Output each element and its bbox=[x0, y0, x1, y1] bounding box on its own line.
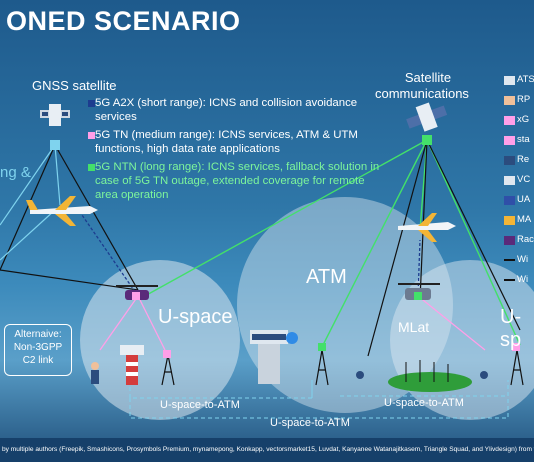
legend-item-ntn: 5G NTN (long range): ICNS services, fall… bbox=[88, 160, 380, 202]
partial-left-label: ng & bbox=[0, 164, 31, 181]
legend-text-ntn: 5G NTN (long range): ICNS services, fall… bbox=[95, 161, 380, 201]
base-station-icon bbox=[504, 135, 515, 145]
drone-icon bbox=[504, 235, 515, 245]
right-legend-item: sta bbox=[504, 130, 534, 150]
legend-text-tn: 5G TN (medium range): ICNS services, ATM… bbox=[95, 129, 358, 155]
right-legend-text: Rac bbox=[517, 234, 534, 245]
right-legend-item: VC bbox=[504, 170, 534, 190]
radar-icon bbox=[504, 75, 515, 85]
uspace-to-atm-label-2: U-space-to-ATM bbox=[384, 397, 464, 409]
right-legend-text: xG bbox=[517, 114, 530, 125]
atm-area-label: ATM bbox=[306, 266, 347, 288]
uspace-to-atm-connectors bbox=[129, 380, 509, 419]
right-legend-text: Re bbox=[517, 154, 530, 165]
remote-pilot-icon bbox=[91, 362, 99, 384]
antenna-icon bbox=[504, 155, 515, 165]
pilot-icon bbox=[504, 95, 515, 105]
control-tower-atm-icon bbox=[250, 330, 298, 384]
legend-swatch-ntn bbox=[88, 164, 95, 171]
satcom-label-line1: Satellite bbox=[404, 70, 452, 85]
right-legend-text: UA bbox=[517, 194, 531, 205]
page-title: ONED SCENARIO bbox=[6, 6, 241, 36]
tn-node-right-icon bbox=[512, 343, 520, 351]
line-icon bbox=[504, 259, 515, 261]
a2x-links bbox=[81, 214, 421, 297]
base-station-icon bbox=[504, 115, 515, 125]
right-legend-item: MA bbox=[504, 210, 534, 230]
tower-icon bbox=[504, 175, 515, 185]
alternative-c2-box: Alternaive: Non-3GPP C2 link bbox=[4, 324, 72, 376]
radio-antenna-icons bbox=[356, 371, 488, 379]
right-legend-item: RP bbox=[504, 90, 534, 110]
right-legend-text: VC bbox=[517, 174, 531, 185]
legend-item-tn: 5G TN (medium range): ICNS services, ATM… bbox=[88, 128, 380, 156]
alt-line-1: Alternaive: bbox=[14, 329, 62, 340]
plane-icon bbox=[504, 215, 515, 225]
right-legend-text: MA bbox=[517, 214, 532, 225]
aircraft-center-icon bbox=[398, 213, 456, 242]
legend-text-a2x: 5G A2X (short range): ICNS and collision… bbox=[95, 97, 358, 123]
gnss-node-icon bbox=[50, 140, 60, 150]
right-legend-item: Wi bbox=[504, 270, 534, 290]
tn-links bbox=[99, 295, 486, 351]
gnss-satellite-icon bbox=[40, 104, 70, 126]
right-legend-text: sta bbox=[517, 134, 530, 145]
mlat-antennas-icon bbox=[405, 360, 449, 382]
right-legend-item: Re bbox=[504, 150, 534, 170]
right-legend-text: RP bbox=[517, 94, 531, 105]
uspace-to-atm-label-1: U-space-to-ATM bbox=[160, 399, 240, 411]
right-legend-text: ATS bbox=[517, 74, 534, 85]
uspace-right-area-label: U-sp bbox=[500, 306, 522, 351]
legend-swatch-tn bbox=[88, 132, 95, 139]
diagram-graphics bbox=[0, 102, 534, 420]
plane-icon bbox=[504, 195, 515, 205]
drone-left-icon bbox=[116, 285, 158, 300]
aircraft-left-icon bbox=[26, 196, 98, 226]
control-tower-left-icon bbox=[120, 345, 144, 385]
ntn-node-atm-icon bbox=[318, 343, 326, 351]
right-legend-item: UA bbox=[504, 190, 534, 210]
backhaul-links bbox=[0, 139, 521, 357]
ntn-links bbox=[142, 139, 521, 346]
line-icon bbox=[504, 279, 515, 281]
right-legend: ATS RP xG sta Re VC UA MA Rac Wi Wi bbox=[504, 70, 534, 290]
satcom-label-line2: communications bbox=[375, 86, 469, 101]
legend-item-a2x: 5G A2X (short range): ICNS and collision… bbox=[88, 96, 380, 124]
attribution-footer: by multiple authors (Freepik, Smashicons… bbox=[0, 438, 534, 462]
alt-line-2: Non-3GPP bbox=[13, 342, 63, 353]
gnss-links bbox=[0, 144, 61, 261]
mlat-label: MLat bbox=[398, 319, 430, 335]
uspace-to-atm-label-3: U-space-to-ATM bbox=[270, 417, 350, 429]
right-legend-item: xG bbox=[504, 110, 534, 130]
right-legend-item: Rac bbox=[504, 230, 534, 250]
right-legend-text: Wi bbox=[517, 254, 529, 265]
drone-center-icon bbox=[398, 283, 440, 300]
right-legend-item: ATS bbox=[504, 70, 534, 90]
link-legend: 5G A2X (short range): ICNS and collision… bbox=[88, 96, 380, 206]
alt-line-3: C2 link bbox=[22, 355, 54, 366]
ntn-node-icon bbox=[422, 135, 432, 145]
tn-node-left-icon bbox=[163, 350, 171, 358]
comms-satellite-icon bbox=[406, 102, 448, 132]
uspace-area-label: U-space bbox=[158, 306, 233, 328]
right-legend-text: Wi bbox=[517, 274, 529, 285]
mlat-ground-area bbox=[388, 372, 472, 392]
right-legend-item: Wi bbox=[504, 250, 534, 270]
gnss-label: GNSS satellite bbox=[32, 78, 117, 93]
legend-swatch-a2x bbox=[88, 100, 95, 107]
